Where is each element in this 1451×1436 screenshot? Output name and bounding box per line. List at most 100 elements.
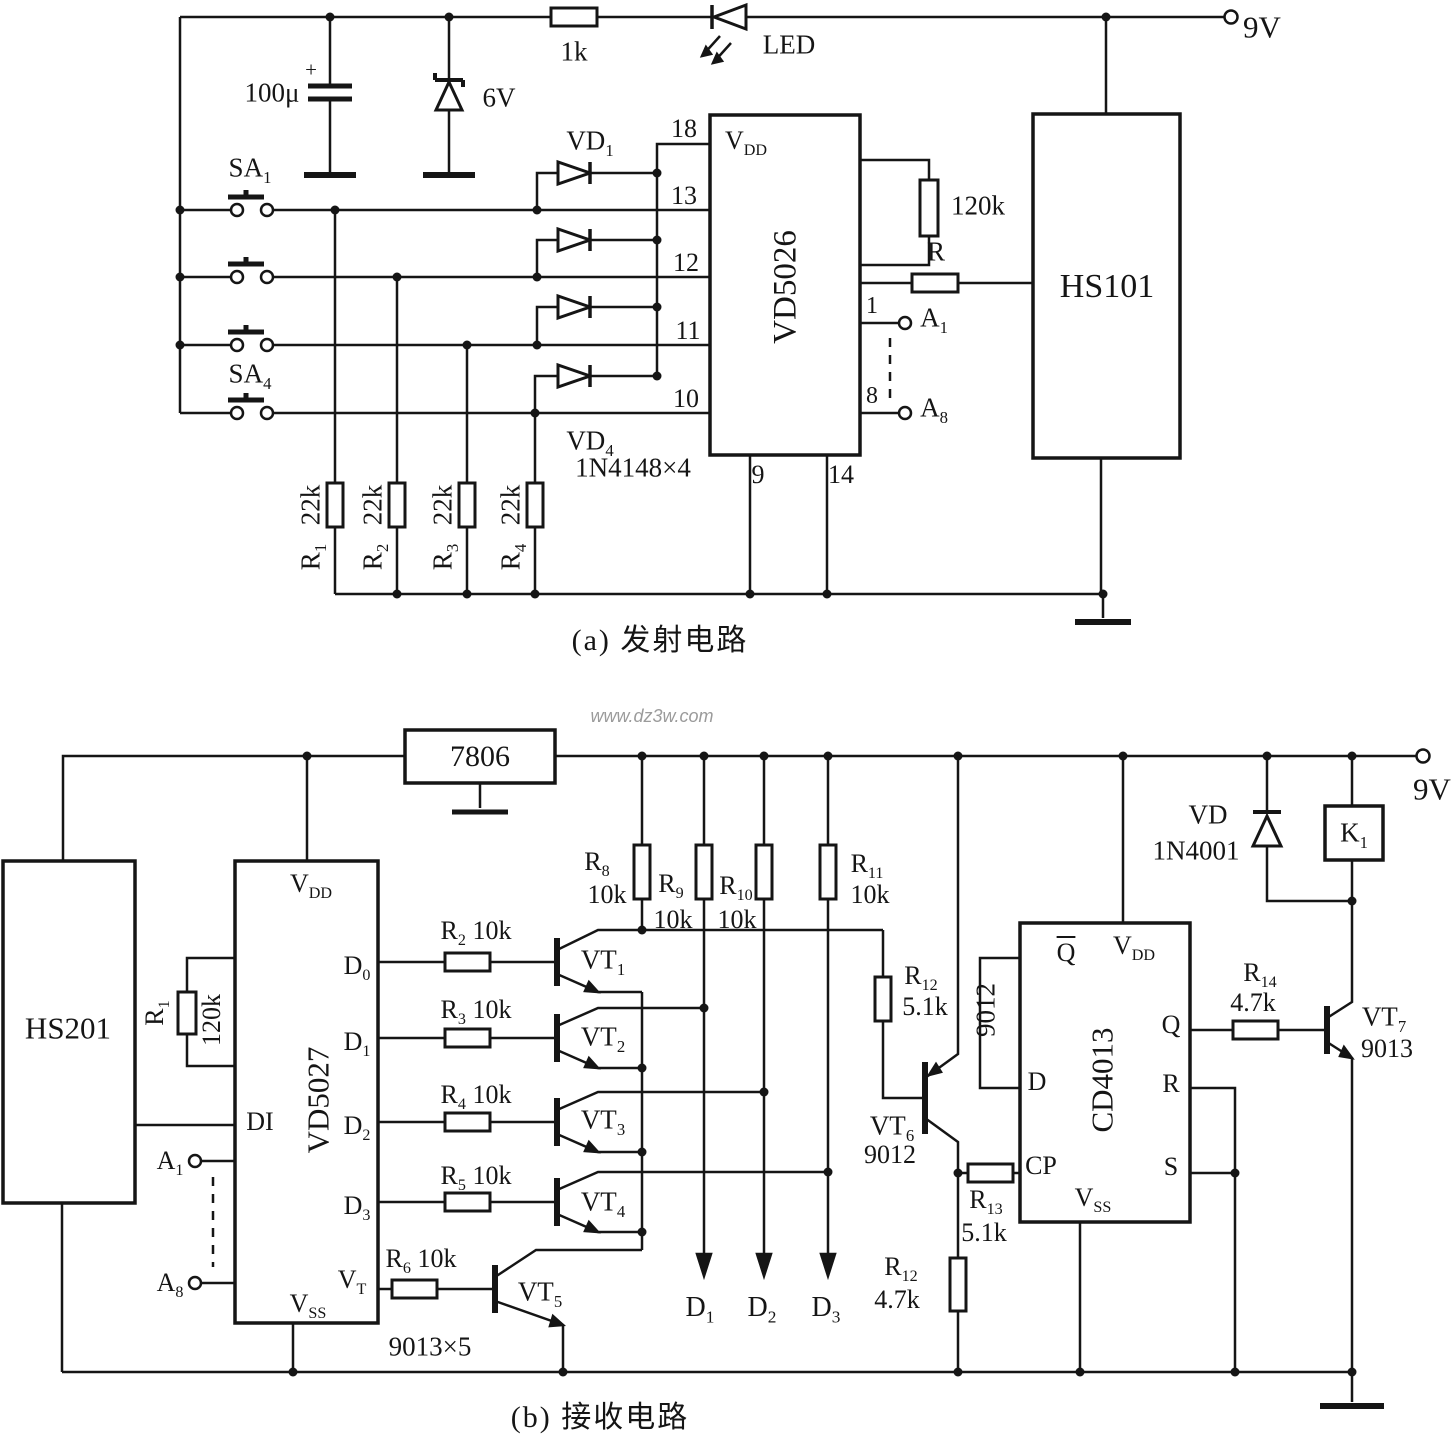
- pin-8: 8: [866, 383, 878, 409]
- switch-sa1: SA1: [228, 152, 272, 187]
- res-r1-a: R1: [295, 543, 330, 571]
- pulldown-resistors: [325, 210, 545, 594]
- res-22k-1: 22k: [295, 484, 326, 526]
- base-resistor-rows: [378, 951, 557, 1300]
- chip-vd5027: VD5027: [300, 1046, 336, 1154]
- pin-1: 1: [866, 293, 878, 319]
- pin-r: R: [1162, 1069, 1180, 1098]
- vt7: VT7: [1361, 1001, 1407, 1036]
- switch-symbols[interactable]: [228, 190, 275, 421]
- pin-13: 13: [671, 181, 697, 210]
- pin-s: S: [1163, 1152, 1179, 1181]
- zener-6v: 6V: [482, 82, 516, 113]
- chip-vd5026: VD5026: [767, 230, 804, 344]
- ground-rail-a: [335, 455, 1105, 618]
- res-r8: R8: [584, 847, 610, 881]
- switch-sa1-symbol: [228, 190, 275, 218]
- addr-wires-a: [860, 321, 898, 415]
- diode-type-1n4148: 1N4148×4: [575, 452, 691, 483]
- vd-triangle: [1250, 812, 1284, 848]
- addr-a1-a: A1: [920, 302, 948, 337]
- label-9012-line: 9012: [970, 983, 1001, 1037]
- out-d2: D2: [747, 1292, 777, 1327]
- terminal-a8-b: [187, 1275, 203, 1291]
- res-r2-a: R2: [357, 543, 392, 571]
- junction-dots-a: [175, 12, 1111, 599]
- switch-sa4-symbol: [228, 393, 275, 421]
- arrow-d1: [695, 1252, 713, 1281]
- res-r12-val: 5.1k: [902, 992, 948, 1021]
- pin-d2: D2: [343, 1111, 371, 1145]
- zener-triangle: [433, 78, 465, 112]
- resistor-120k-a: [918, 178, 940, 238]
- switch-sa2-symbol: [228, 257, 275, 285]
- pin-12: 12: [673, 248, 699, 277]
- res-r3-b: R3 10k: [440, 995, 512, 1029]
- chip-hs101: HS101: [1059, 268, 1155, 305]
- reg-7806-box: [403, 728, 557, 785]
- vt6-type: 9012: [864, 1140, 916, 1169]
- vt7-type: 9013: [1361, 1034, 1413, 1063]
- res-r11-val: 10k: [850, 880, 890, 909]
- vt1: VT1: [580, 944, 626, 979]
- pin-q: Q: [1161, 1010, 1181, 1039]
- transistor-type-9013x5: 9013×5: [388, 1331, 472, 1362]
- vdd-4013: VDD: [1112, 931, 1156, 965]
- vt6: VT6: [869, 1110, 915, 1145]
- addr-wires-b: [201, 1159, 235, 1285]
- pin-10: 10: [673, 384, 699, 413]
- supply-9v-a: 9V: [1243, 9, 1281, 45]
- res-r10-val: 10k: [717, 905, 757, 934]
- pin-di: DI: [246, 1107, 274, 1136]
- terminal-a8-a: [897, 405, 913, 421]
- switch-rows: [180, 208, 710, 415]
- cap-100u: 100μ: [244, 77, 300, 108]
- res-r5-b: R5 10k: [440, 1161, 512, 1195]
- res-r9-val: 10k: [653, 905, 693, 934]
- res-r-a: R: [926, 236, 946, 267]
- pin-14: 14: [828, 460, 854, 489]
- pin-d3: D3: [343, 1191, 371, 1225]
- chip-cd4013-box: [1018, 921, 1192, 1224]
- relay-k1: K1: [1340, 817, 1368, 852]
- pin-d0: D0: [343, 951, 371, 985]
- chip-hs201-box: [1, 859, 137, 1205]
- resistor-r-a: [910, 272, 960, 294]
- terminal-a1-b: [187, 1153, 203, 1169]
- pin-18: 18: [671, 114, 697, 143]
- watermark: www.dz3w.com: [590, 706, 714, 726]
- diode-vd-b: VD: [1188, 799, 1228, 830]
- r1b-wires: [185, 956, 235, 1068]
- res-1k: 1k: [560, 36, 588, 67]
- vt4: VT4: [580, 1186, 626, 1221]
- led-arrowhead-2: [710, 51, 725, 65]
- arrow-d2: [755, 1252, 773, 1281]
- res-r3-a: R3: [427, 543, 462, 571]
- res-r2-b: R2 10k: [440, 916, 512, 950]
- pin-cp: CP: [1025, 1151, 1057, 1180]
- out-d3: D3: [811, 1292, 841, 1327]
- vt3: VT3: [580, 1104, 626, 1139]
- res-r4-a: R4: [495, 543, 530, 571]
- res-r1-b: R1: [140, 1000, 174, 1026]
- res-r6-b: R6 10k: [385, 1244, 457, 1278]
- reg-7806: 7806: [450, 740, 510, 773]
- res-r9: R9: [658, 869, 684, 903]
- res-r14-val: 4.7k: [1230, 988, 1276, 1017]
- vss-5027: VSS: [289, 1289, 327, 1323]
- switch-sa4: SA4: [228, 358, 272, 393]
- r-s-wires: [1190, 1086, 1237, 1372]
- pin-d-4013: D: [1027, 1067, 1047, 1096]
- transmitter-circuit: [175, 2, 1239, 625]
- resistor-1k: [549, 6, 599, 28]
- res-r11: R11: [850, 849, 884, 883]
- transistors-vt1-vt5: [492, 928, 883, 1372]
- diode-vd4: VD4: [566, 425, 614, 460]
- res-r4-b: R4 10k: [440, 1080, 512, 1114]
- pin-vt: VT: [337, 1265, 367, 1299]
- relay-k1-box: [1323, 804, 1385, 862]
- terminal-9v-a[interactable]: [1223, 9, 1239, 25]
- terminal-9v-b[interactable]: [1415, 748, 1431, 764]
- res-r12: R12: [904, 961, 938, 995]
